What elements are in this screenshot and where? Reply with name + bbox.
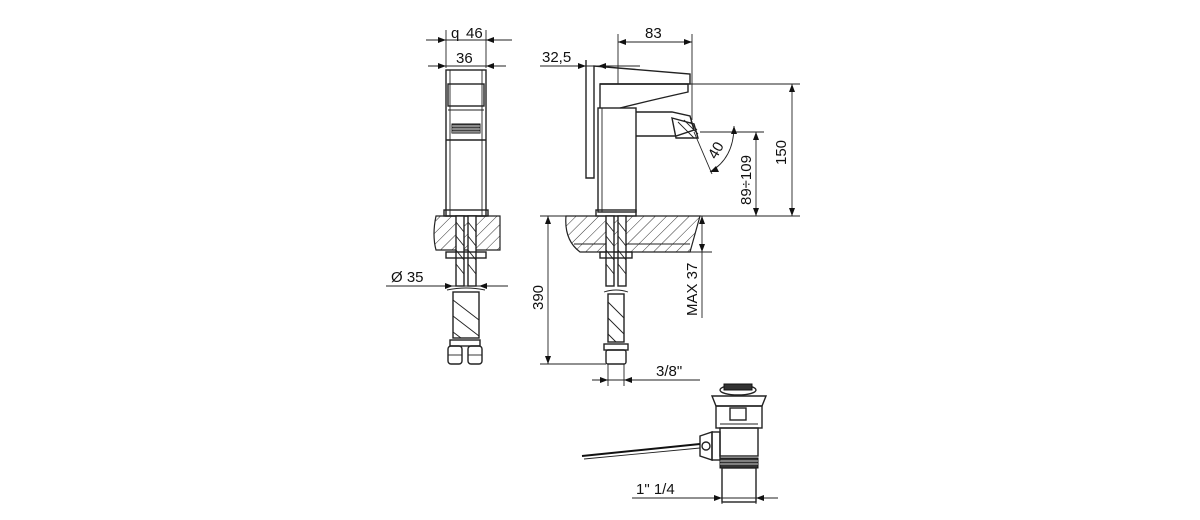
dim-diameter-35-label: Ø 35 — [391, 269, 424, 286]
dim-36-label: 36 — [456, 50, 473, 67]
dim-1-1-4-label: 1" 1/4 — [636, 481, 675, 498]
dim-46-label: 46 — [466, 25, 483, 42]
dim-89-109-label: 89÷109 — [738, 155, 755, 205]
dim-390-label: 390 — [530, 285, 547, 310]
countertop-section-side — [565, 215, 701, 253]
dim-max37-label: MAX 37 — [684, 263, 701, 316]
dim-3-8-label: 3/8" — [656, 363, 682, 380]
front-view — [433, 69, 501, 365]
dim-150-label: 150 — [773, 140, 790, 165]
countertop-section — [433, 215, 501, 251]
dim-40-angle-label: 40 — [705, 139, 728, 162]
dim-83-label: 83 — [645, 25, 662, 42]
side-view — [565, 60, 701, 365]
pop-up-waste — [581, 383, 768, 503]
pop-up-dimensions: 1" 1/4 — [632, 481, 778, 504]
side-view-dimensions: 83 32,5 150 89÷109 40 390 — [530, 25, 800, 386]
dim-q-label: q — [451, 25, 459, 42]
front-view-dimensions: q 46 36 Ø 35 — [386, 25, 512, 289]
dim-32-5-label: 32,5 — [542, 49, 571, 66]
